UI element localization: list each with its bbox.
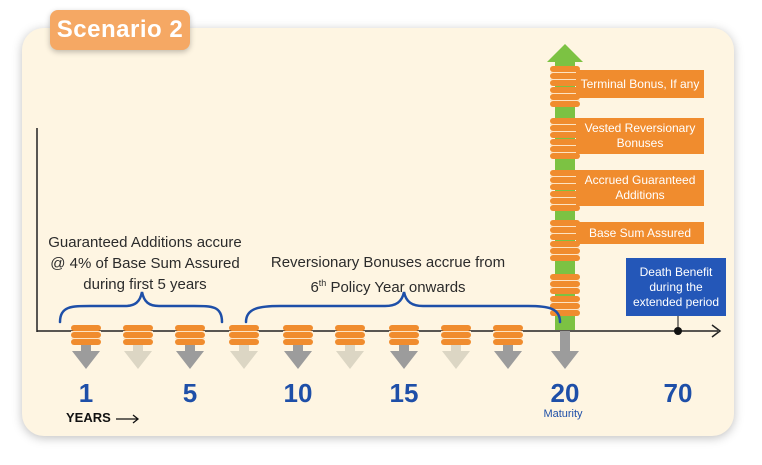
year-5-marker: [174, 324, 206, 369]
rb-line-2: 6th Policy Year onwards: [266, 273, 510, 298]
year-10-marker: [282, 324, 314, 369]
ga-line-3: during first 5 years: [83, 276, 207, 293]
death-benefit-label: Death Benefit during the extended period: [626, 258, 726, 316]
guaranteed-additions-note: Guaranteed Additions accure @ 4% of Base…: [40, 232, 250, 295]
guaranteed-additions-brace: [58, 291, 224, 324]
year-1-marker: [70, 324, 102, 369]
reversionary-bonuses-note: Reversionary Bonuses accrue from 6th Pol…: [266, 252, 510, 298]
coin-stack-icon: [492, 324, 524, 346]
timeline-arrow-icon: [711, 324, 722, 338]
ga-line-1: Guaranteed Additions accure: [48, 234, 242, 251]
year-label-10: 10: [283, 378, 313, 408]
year-17-marker: [440, 324, 472, 369]
year-label-5: 5: [182, 378, 198, 408]
coin-stack-icon: [228, 324, 260, 346]
rb-suffix: Policy Year onwards: [326, 279, 466, 296]
reversionary-bonuses-brace: [244, 291, 562, 324]
coin-stack-icon: [282, 324, 314, 346]
coin-stack-icon: [440, 324, 472, 346]
rb-line-1: Reversionary Bonuses accrue from: [270, 254, 506, 271]
rb-sup: th: [318, 278, 327, 288]
ga-line-2: @ 4% of Base Sum Assured: [50, 255, 240, 272]
scenario-badge: Scenario 2: [50, 10, 190, 50]
coin-stack-icon: [70, 324, 102, 346]
year-label-70: 70: [663, 378, 693, 408]
year-label-15: 15: [389, 378, 419, 408]
vested-reversionary-bonuses-label: Vested Reversionary Bonuses: [576, 118, 704, 154]
coin-stack-icon: [334, 324, 366, 346]
year-3-marker: [122, 324, 154, 369]
terminal-bonus-label: Terminal Bonus, If any: [576, 70, 704, 98]
maturity-label: Maturity: [543, 408, 583, 420]
year-6-marker: [228, 324, 260, 369]
year-label-1: 1: [78, 378, 94, 408]
year-19-marker: [492, 324, 524, 369]
coin-stack-icon: [388, 324, 420, 346]
years-arrow-icon: [116, 414, 140, 424]
base-sum-assured-label: Base Sum Assured: [576, 222, 704, 244]
year-15-marker: [388, 324, 420, 369]
coin-stack-icon: [122, 324, 154, 346]
rb-year: 6: [310, 279, 319, 296]
year-12-marker: [334, 324, 366, 369]
coin-stack-icon: [174, 324, 206, 346]
years-label: YEARS: [66, 410, 111, 425]
year-20-marker: [551, 331, 579, 369]
year-label-20: 20: [550, 378, 580, 408]
accrued-guaranteed-additions-label: Accrued Guaranteed Additions: [576, 170, 704, 206]
